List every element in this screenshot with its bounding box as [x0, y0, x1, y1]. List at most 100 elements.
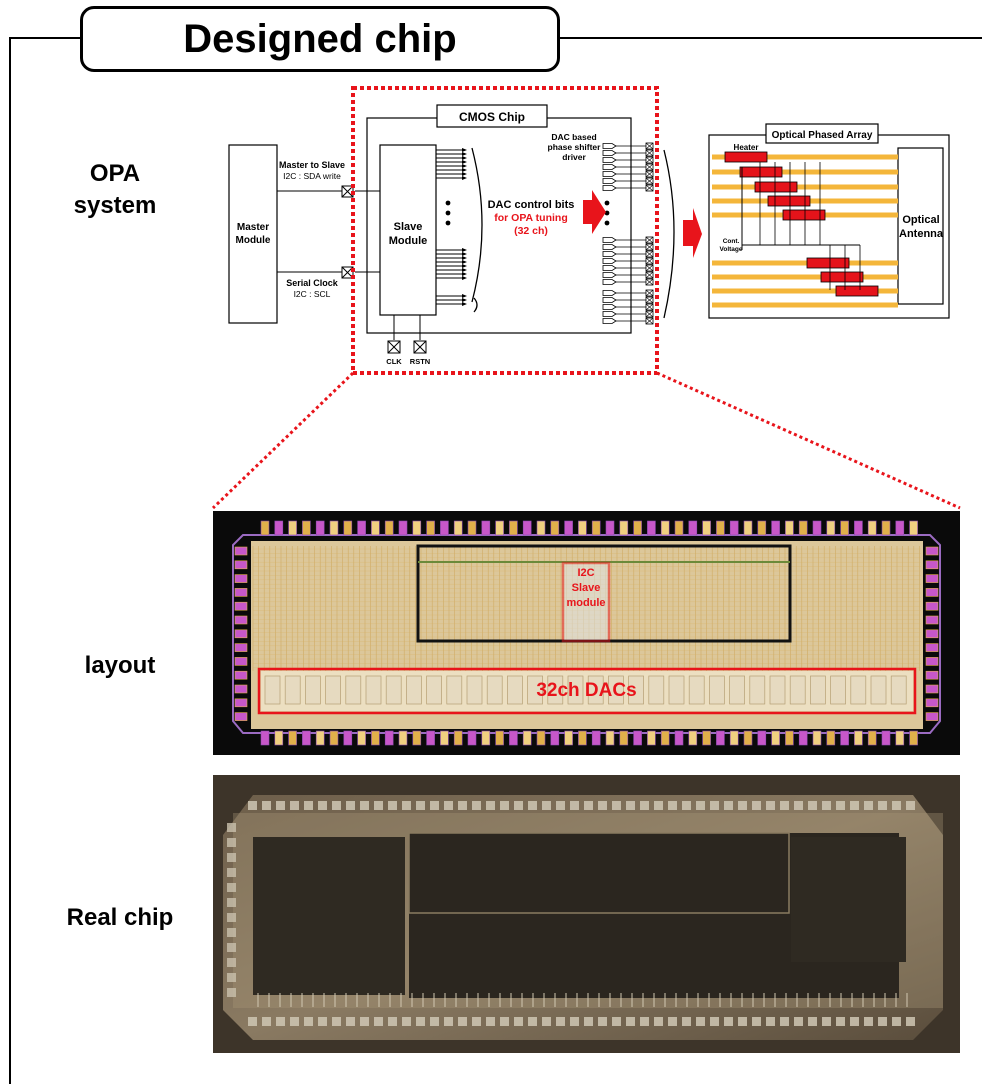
pad-icon: [840, 520, 849, 536]
pad-icon: [840, 730, 849, 746]
dac-driver-icon: [602, 290, 617, 296]
pad-icon: [925, 657, 939, 666]
pad-icon: [564, 730, 573, 746]
pad-icon: [864, 1017, 873, 1026]
dac-cell: [264, 675, 281, 705]
pad-icon: [702, 520, 711, 536]
dac-driver-icon: [602, 279, 617, 285]
pad-icon: [444, 801, 453, 810]
pad-icon: [716, 730, 725, 746]
page-title: Designed chip: [183, 16, 457, 61]
pad-icon: [826, 730, 836, 746]
pad-icon: [743, 520, 753, 536]
pad-icon: [808, 1017, 817, 1026]
pad-icon: [302, 730, 311, 746]
dac-cell: [850, 675, 867, 705]
cmos-chip-label-box: [436, 104, 548, 128]
heater-icon: [806, 257, 850, 269]
pad-icon: [234, 712, 248, 721]
i2c-slave-module-highlight: [561, 561, 611, 643]
dac-cell: [325, 675, 341, 705]
dac-driver-icon: [602, 251, 617, 257]
pad-icon: [738, 1017, 747, 1026]
pad-icon: [384, 520, 394, 536]
pad-icon: [227, 838, 236, 847]
bus-arrow: [462, 148, 467, 152]
pad-icon: [906, 801, 915, 810]
pad-icon: [343, 520, 353, 536]
heater-icon: [835, 285, 879, 297]
pad-icon: [909, 520, 918, 536]
pad-icon: [626, 1017, 635, 1026]
waveguide: [712, 274, 898, 280]
pad-icon: [416, 1017, 425, 1026]
pad-icon: [925, 588, 939, 597]
pad-icon: [556, 1017, 565, 1026]
pad-cross: [645, 296, 654, 304]
pad-icon: [234, 670, 248, 680]
pad-icon: [315, 520, 325, 536]
dac-cell: [486, 675, 503, 705]
dac-driver-icon: [602, 318, 617, 324]
pad-icon: [682, 801, 691, 810]
pad-icon: [274, 730, 284, 746]
pad-icon: [227, 943, 236, 952]
pad-icon: [528, 801, 537, 810]
pad-icon: [854, 520, 863, 536]
dac-cell: [567, 675, 584, 705]
optical-antenna-box: [897, 147, 944, 305]
heater-icon: [820, 271, 864, 283]
pad-icon: [766, 1017, 775, 1026]
pad-icon: [234, 601, 248, 611]
pad-icon: [682, 1017, 691, 1026]
pad-icon: [878, 1017, 887, 1026]
pad-icon: [500, 1017, 509, 1026]
master-module-box: [228, 144, 278, 324]
pad-icon: [384, 730, 394, 746]
pad-icon: [260, 520, 270, 536]
pad-icon: [481, 520, 491, 536]
dac-driver-icon: [602, 272, 617, 278]
pad-icon: [302, 520, 311, 536]
pad-icon: [329, 520, 339, 536]
bus-arrow: [462, 260, 467, 264]
pad-icon: [605, 730, 615, 746]
pad-icon: [234, 615, 248, 625]
pad-icon: [674, 520, 684, 536]
pad-icon: [867, 730, 877, 746]
pad-icon: [458, 801, 467, 810]
bus-arrow: [462, 256, 467, 260]
title-box: Designed chip: [80, 6, 560, 72]
pad-icon: [892, 1017, 901, 1026]
pad-icon: [412, 730, 422, 746]
pad-icon: [752, 801, 761, 810]
pad-icon: [227, 928, 236, 937]
pad-icon: [536, 520, 546, 536]
pad-icon: [276, 1017, 285, 1026]
pad-icon: [647, 520, 656, 536]
pad-icon: [402, 801, 411, 810]
pad-icon: [564, 520, 573, 536]
pad-icon: [738, 801, 747, 810]
pad-icon: [668, 801, 677, 810]
pad-cross: [645, 170, 654, 178]
pad-icon: [812, 730, 822, 746]
pad-icon: [234, 643, 248, 652]
pad-icon: [895, 520, 905, 536]
pad-icon: [766, 801, 775, 810]
bus-arrow: [462, 176, 467, 180]
pad-icon: [514, 801, 523, 810]
pad-icon: [374, 801, 383, 810]
pad-icon: [674, 730, 684, 746]
pad-icon: [440, 730, 449, 746]
pad-icon: [925, 698, 939, 708]
pad-cross: [645, 278, 654, 286]
pad-icon: [318, 801, 327, 810]
real-chip-drawing: [213, 775, 960, 1053]
pad-icon: [458, 1017, 467, 1026]
pad-icon: [329, 730, 339, 746]
heater-icon: [724, 151, 768, 163]
